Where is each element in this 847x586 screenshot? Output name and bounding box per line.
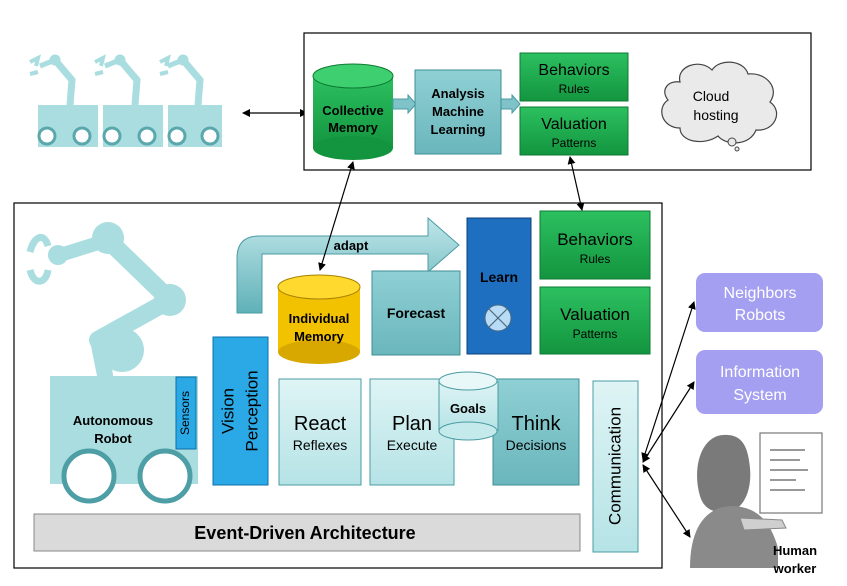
sensors-box: Sensors xyxy=(175,376,197,450)
cloud-hosting-label-1: Cloud xyxy=(693,88,730,104)
cloud-valuation-title: Valuation xyxy=(541,116,607,133)
adapt-label: adapt xyxy=(334,238,369,253)
think-title: Think xyxy=(512,413,562,435)
information-label-2: System xyxy=(733,387,786,404)
comm-human-arrow xyxy=(642,464,691,538)
vision-perception-box: Vision Perception xyxy=(212,336,269,486)
plan-title: Plan xyxy=(392,413,432,435)
robot-valuation-subtitle: Patterns xyxy=(573,327,618,341)
cloud-hosting-label-2: hosting xyxy=(693,107,738,123)
fleet-robot-1-icon xyxy=(29,54,98,147)
event-driven-bar: Event-Driven Architecture xyxy=(33,513,581,552)
cloud-behaviors-title: Behaviors xyxy=(538,62,609,79)
neighbors-label-1: Neighbors xyxy=(724,285,797,302)
forecast-box: Forecast xyxy=(371,270,461,356)
neighbors-label-2: Robots xyxy=(735,307,786,324)
cloud-robot-behaviors-arrow xyxy=(567,156,585,211)
analysis-label-3: Learning xyxy=(431,122,486,137)
fleet-robot-3-icon xyxy=(159,54,222,147)
information-system-box: Information System xyxy=(696,350,823,414)
analysis-to-behaviors-connector xyxy=(499,93,521,115)
learn-label: Learn xyxy=(480,269,518,285)
robot-valuation-box: Valuation Patterns xyxy=(539,286,651,355)
robot-behaviors-box: Behaviors Rules xyxy=(539,210,651,280)
plan-subtitle: Execute xyxy=(387,437,438,453)
comm-information-arrow xyxy=(642,381,695,463)
react-title: React xyxy=(294,413,347,435)
individual-memory-label-1: Individual xyxy=(289,311,350,326)
think-box: Think Decisions xyxy=(492,378,580,486)
collective-memory-label-1: Collective xyxy=(322,103,383,118)
react-box: React Reflexes xyxy=(278,378,362,486)
autonomous-robot-label-1: Autonomous xyxy=(73,413,153,428)
forecast-label: Forecast xyxy=(387,305,446,321)
individual-memory-label-2: Memory xyxy=(294,329,345,344)
vision-label: Vision xyxy=(218,388,237,434)
human-worker-label-2: worker xyxy=(773,561,817,576)
collective-to-analysis-connector xyxy=(392,93,417,115)
cloud-valuation-subtitle: Patterns xyxy=(552,136,597,150)
learn-box: Learn xyxy=(466,217,532,355)
human-worker-icon: Human worker xyxy=(690,432,823,576)
communication-box: Communication xyxy=(592,380,639,553)
individual-memory-cylinder: Individual Memory xyxy=(277,274,361,364)
fleet-robot-2-icon xyxy=(94,54,163,147)
autonomous-robot-icon: Autonomous Robot xyxy=(26,222,198,504)
human-worker-label-1: Human xyxy=(773,543,817,558)
cloud-hosting-icon: Cloud hosting xyxy=(661,61,778,152)
analysis-label-1: Analysis xyxy=(431,86,484,101)
information-label-1: Information xyxy=(720,364,800,381)
sensors-label: Sensors xyxy=(178,391,192,435)
robot-behaviors-subtitle: Rules xyxy=(580,252,611,266)
react-subtitle: Reflexes xyxy=(293,437,347,453)
goals-label: Goals xyxy=(450,401,486,416)
collective-memory-label-2: Memory xyxy=(328,120,379,135)
autonomous-robot-label-2: Robot xyxy=(94,431,132,446)
neighbors-robots-box: Neighbors Robots xyxy=(696,273,823,332)
communication-label: Communication xyxy=(605,407,624,525)
event-driven-label: Event-Driven Architecture xyxy=(194,523,415,543)
analysis-box: Analysis Machine Learning xyxy=(414,69,502,155)
cloud-behaviors-box: Behaviors Rules xyxy=(519,52,629,102)
perception-label: Perception xyxy=(242,370,261,451)
robot-fleet-icon xyxy=(29,54,222,147)
collective-memory-cylinder: Collective Memory xyxy=(312,63,394,160)
robot-valuation-title: Valuation xyxy=(560,305,630,324)
robot-behaviors-title: Behaviors xyxy=(557,230,633,249)
goals-cylinder: Goals xyxy=(438,371,499,441)
cloud-behaviors-subtitle: Rules xyxy=(559,82,590,96)
think-subtitle: Decisions xyxy=(506,437,567,453)
cloud-valuation-box: Valuation Patterns xyxy=(519,106,629,156)
collective-individual-arrow xyxy=(318,161,355,271)
analysis-label-2: Machine xyxy=(432,104,484,119)
